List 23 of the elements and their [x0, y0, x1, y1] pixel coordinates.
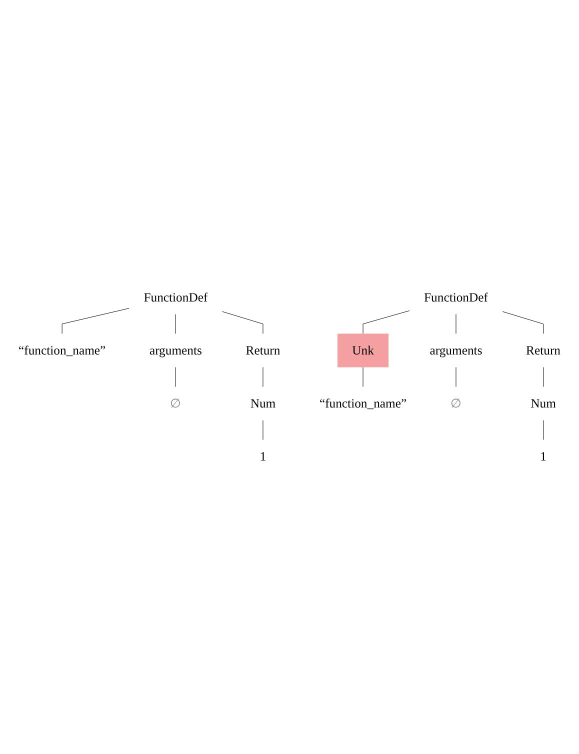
node-text: ∅ — [170, 396, 182, 411]
node-text: “function_name” — [319, 396, 407, 411]
node-text: Num — [250, 396, 276, 411]
node-text: “function_name” — [18, 343, 106, 358]
node-text: FunctionDef — [144, 290, 208, 304]
node-text: FunctionDef — [424, 290, 488, 304]
node-text: Num — [530, 396, 556, 411]
connector — [543, 367, 544, 387]
node-text: 1 — [540, 450, 546, 464]
connector — [175, 314, 176, 334]
connector — [543, 420, 544, 440]
node-text: Return — [246, 343, 280, 358]
connector — [175, 367, 176, 387]
connector — [362, 310, 410, 334]
connector — [502, 311, 544, 334]
node-text: arguments — [149, 343, 202, 358]
connector — [222, 311, 264, 334]
node-box: Unk — [338, 334, 389, 368]
node-text: ∅ — [450, 396, 462, 411]
node-text: arguments — [430, 343, 482, 358]
node-text: Return — [526, 343, 561, 358]
connector — [62, 308, 130, 334]
node-text: 1 — [260, 450, 266, 464]
